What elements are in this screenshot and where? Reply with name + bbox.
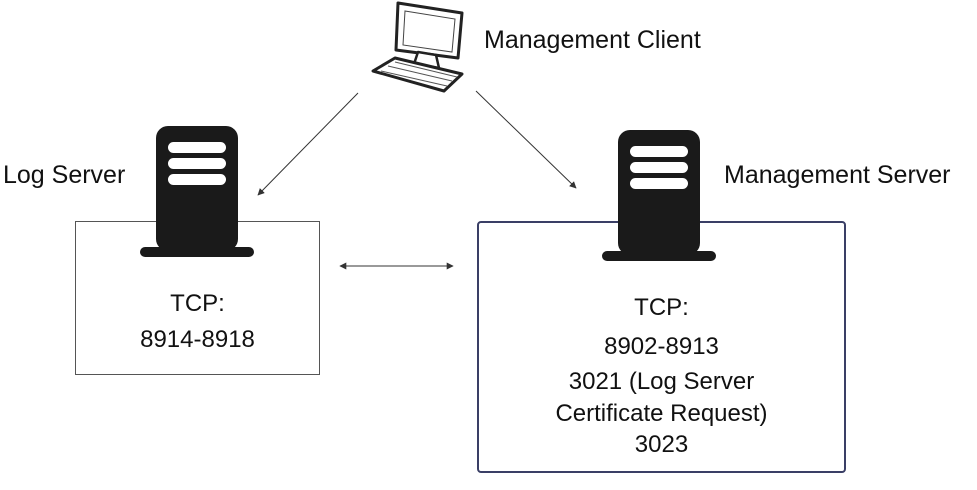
server-tower-icon — [140, 126, 254, 257]
computer-icon — [371, 1, 464, 93]
management-server-port-line: TCP: — [634, 294, 689, 321]
management-server-port-line: 8902-8913 — [604, 333, 719, 360]
management-server-port-line: 3023 — [634, 431, 689, 458]
arrow-client-to-log-server — [257, 92, 359, 196]
management-client-label: Management Client — [484, 26, 701, 54]
arrow-client-to-management-server — [475, 90, 577, 189]
log-server-port-line: 8914-8918 — [140, 326, 255, 353]
log-server-port-line: TCP: — [170, 290, 225, 317]
management-server-port-line: 3021 (Log Server — [568, 368, 755, 395]
management-server-port-line: Certificate Request) — [555, 400, 768, 427]
log-server-label: Log Server — [3, 161, 126, 189]
server-tower-icon — [602, 130, 716, 261]
management-server-label: Management Server — [724, 161, 951, 189]
